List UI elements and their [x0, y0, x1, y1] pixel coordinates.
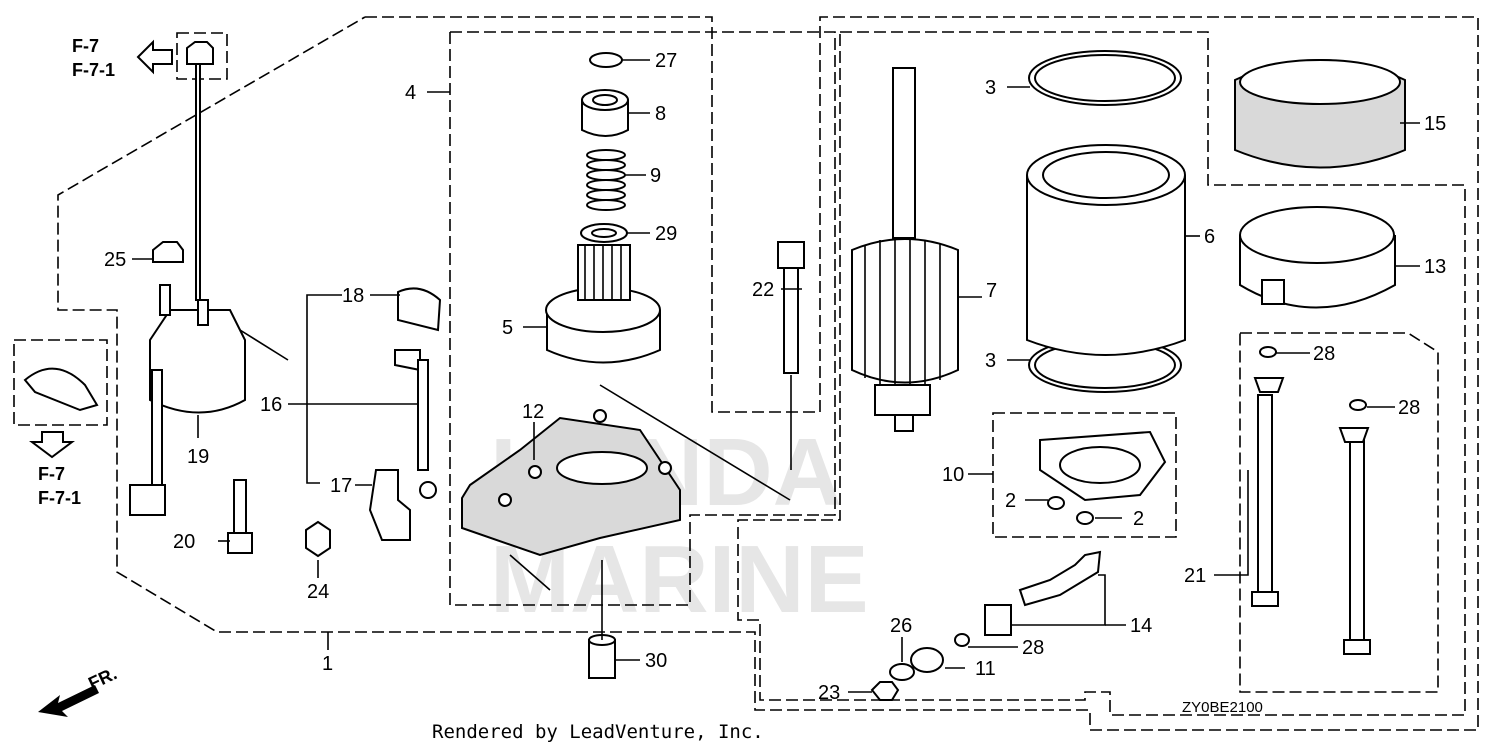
part-collar-30 [588, 634, 616, 679]
part-nut-25 [152, 241, 184, 263]
leader-lines [132, 59, 1420, 693]
part-nut-24 [305, 520, 331, 558]
part-bolt-20 [227, 479, 253, 554]
callout-8: 8 [655, 103, 666, 125]
callout-25: 25 [104, 249, 126, 271]
part-cable-tie [23, 367, 99, 412]
part-bolts-21 [1251, 346, 1371, 655]
part-washer [580, 223, 628, 243]
callout-30: 30 [645, 650, 667, 672]
callout-9: 9 [650, 165, 661, 187]
ref-bottom-2: F-7-1 [38, 488, 81, 508]
part-cable-16 [394, 349, 437, 499]
callout-5: 5 [502, 317, 513, 339]
part-ring-upper [1028, 50, 1182, 106]
callout-18: 18 [342, 285, 364, 307]
part-terminal-14 [984, 550, 1102, 636]
ref-bottom-1: F-7 [38, 464, 65, 484]
ref-arrow-bottom: F-7 F-7-1 [29, 431, 81, 508]
group-outlines [13, 16, 1479, 731]
part-small-hardware [870, 496, 1094, 701]
part-spring [586, 149, 626, 211]
ref-top-2: F-7-1 [72, 60, 115, 80]
callout-3-lower: 3 [985, 350, 996, 372]
callout-23: 23 [818, 682, 840, 704]
callout-24: 24 [307, 581, 329, 603]
part-nut-top [186, 41, 214, 65]
callout-12: 12 [522, 401, 544, 423]
front-marker: FR. [38, 663, 120, 717]
ref-arrow-top: F-7 F-7-1 [72, 36, 173, 80]
part-pinion-gear [545, 244, 661, 364]
callout-28-b: 28 [1398, 397, 1420, 419]
part-cover-13 [1239, 206, 1396, 309]
ref-top-1: F-7 [72, 36, 99, 56]
callout-27: 27 [655, 50, 677, 72]
callout-26: 26 [890, 615, 912, 637]
callout-7: 7 [986, 280, 997, 302]
callout-19: 19 [187, 446, 209, 468]
callout-1: 1 [322, 653, 333, 675]
part-solenoid [129, 59, 246, 516]
part-brush-holder [1039, 430, 1167, 502]
part-stop-collar [581, 89, 629, 137]
part-boot-17 [368, 469, 411, 541]
callout-11: 11 [975, 658, 996, 680]
callout-2-a: 2 [1005, 490, 1016, 512]
part-bracket [461, 409, 681, 557]
callout-15: 15 [1424, 113, 1446, 135]
part-cap-18 [397, 287, 442, 332]
callouts: 27 8 9 29 5 4 12 3 7 6 3 15 13 22 25 18 … [104, 50, 1446, 704]
callout-10: 10 [942, 464, 964, 486]
callout-2-b: 2 [1133, 508, 1144, 530]
part-snap-ring [589, 52, 623, 68]
callout-16: 16 [260, 394, 282, 416]
callout-6: 6 [1204, 226, 1215, 248]
part-armature [851, 67, 959, 432]
callout-20: 20 [173, 531, 195, 553]
callout-17: 17 [330, 475, 352, 497]
part-bolt-22 [777, 241, 805, 374]
part-cover-15 [1234, 59, 1406, 169]
callout-29: 29 [655, 223, 677, 245]
callout-22: 22 [752, 279, 774, 301]
callout-21: 21 [1184, 565, 1206, 587]
diagram-code: ZY0BE2100 [1182, 699, 1263, 716]
part-yoke [1026, 144, 1186, 356]
callout-14: 14 [1130, 615, 1152, 637]
credit-text: Rendered by LeadVenture, Inc. [432, 721, 764, 743]
callout-28-c: 28 [1022, 637, 1044, 659]
callout-13: 13 [1424, 256, 1446, 278]
callout-28-a: 28 [1313, 343, 1335, 365]
callout-4: 4 [405, 82, 416, 104]
callout-3-upper: 3 [985, 77, 996, 99]
